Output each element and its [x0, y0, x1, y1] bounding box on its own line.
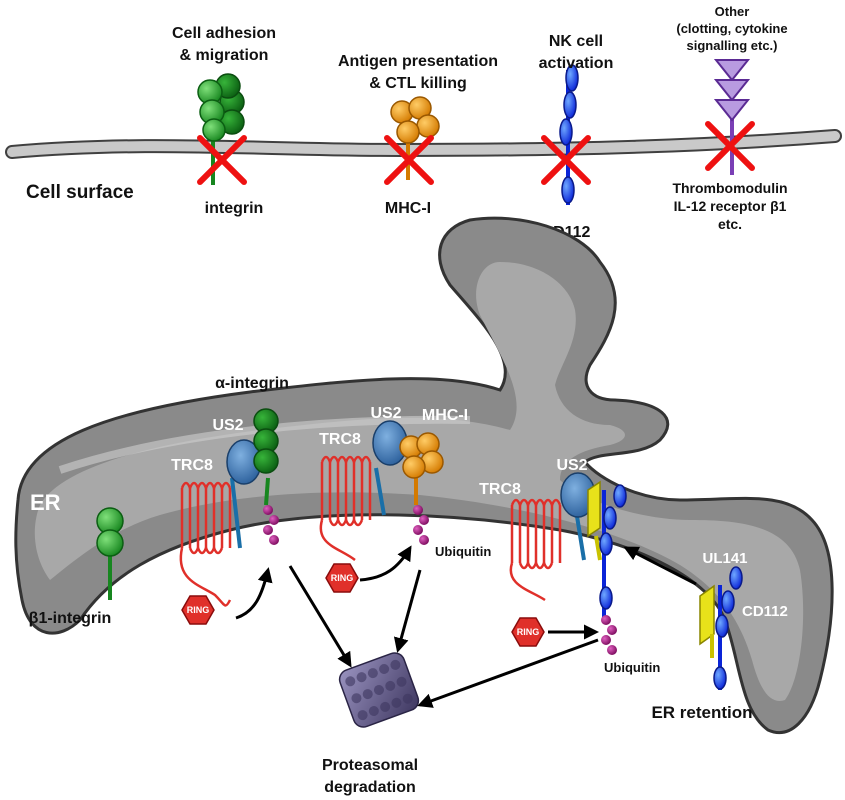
- label-other-1: Other: [715, 4, 750, 19]
- trc8-a-icon: [179, 481, 232, 607]
- label-proteasomal-2: degradation: [324, 779, 416, 796]
- label-er: ER: [30, 490, 61, 515]
- label-proteasomal-1: Proteasomal: [322, 757, 418, 774]
- ring-b-label: RING: [331, 573, 354, 583]
- label-trc8-a: TRC8: [171, 457, 213, 474]
- cd112-er-a-icon: [599, 484, 627, 620]
- proteasome-icon: [338, 652, 420, 728]
- label-us2-b: US2: [370, 405, 401, 422]
- ring-b-icon: RING: [325, 563, 359, 593]
- label-mhc-er: MHC-I: [422, 407, 468, 424]
- label-ubiquitin-c: Ubiquitin: [604, 660, 660, 675]
- label-cd112-er: CD112: [742, 603, 788, 620]
- alpha-integrin-icon: [253, 408, 279, 506]
- er-organelle: [14, 216, 834, 734]
- ring-c-icon: RING: [511, 617, 545, 647]
- arrow-ring-a-to-ub: [235, 567, 273, 620]
- ul141-a-icon: [587, 480, 602, 561]
- ubiquitin-chain-c-icon: [601, 615, 617, 655]
- ring-a-icon: RING: [181, 595, 215, 625]
- surface-integrin-icon: [197, 73, 245, 185]
- label-us2-a: US2: [212, 417, 243, 434]
- label-other-3: signalling etc.): [686, 38, 777, 53]
- label-adhesion-2: & migration: [180, 47, 269, 64]
- arrows: [235, 545, 697, 708]
- surface-mhc-icon: [390, 96, 440, 180]
- mhc-er-icon: [399, 432, 444, 505]
- label-antigen-1: Antigen presentation: [338, 53, 498, 70]
- label-beta1-integrin: β1-integrin: [29, 610, 112, 627]
- arrow-complex-a-to-proteasome: [288, 565, 352, 668]
- label-trc8-b: TRC8: [319, 431, 361, 448]
- arrow-complex-c-to-proteasome: [417, 638, 599, 708]
- label-integrin: integrin: [205, 200, 264, 217]
- label-other-protein-2: IL-12 receptor β1: [674, 198, 787, 214]
- label-er-retention: ER retention: [651, 703, 752, 722]
- arrow-retention-to-us2: [623, 546, 697, 586]
- label-antigen-2: & CTL killing: [369, 75, 466, 92]
- us2-c-icon: [560, 472, 596, 561]
- label-other-protein-1: Thrombomodulin: [672, 180, 787, 196]
- arrow-complex-b-to-proteasome: [393, 569, 422, 653]
- label-nk-2: activation: [539, 55, 614, 72]
- arrow-ring-b-to-ub: [359, 545, 412, 582]
- ring-a-label: RING: [187, 605, 210, 615]
- trc8-c-icon: [509, 498, 562, 602]
- label-alpha-integrin: α-integrin: [215, 375, 289, 392]
- label-adhesion-1: Cell adhesion: [172, 25, 276, 42]
- us2-a-icon: [226, 439, 262, 549]
- label-other-2: (clotting, cytokine: [676, 21, 787, 36]
- block-cross-cd112-icon: [541, 135, 591, 185]
- trc8-b-icon: [319, 455, 372, 561]
- block-cross-other-icon: [705, 121, 755, 171]
- beta1-integrin-icon: [96, 507, 124, 600]
- block-cross-mhc-icon: [384, 135, 434, 185]
- label-other-protein-3: etc.: [718, 216, 742, 232]
- us2-b-icon: [372, 420, 408, 516]
- label-ul141: UL141: [702, 550, 747, 567]
- block-cross-integrin-icon: [197, 135, 247, 185]
- ubiquitin-chain-b-icon: [413, 505, 429, 545]
- label-trc8-c: TRC8: [479, 481, 521, 498]
- surface-other-icon: [713, 59, 751, 175]
- label-nk-1: NK cell: [549, 33, 603, 50]
- label-cell-surface: Cell surface: [26, 182, 134, 203]
- ul141-b-icon: [699, 584, 715, 658]
- surface-cd112-icon: [559, 64, 579, 205]
- label-ubiquitin-b: Ubiquitin: [435, 544, 491, 559]
- ubiquitin-chain-a-icon: [263, 505, 279, 545]
- label-us2-c: US2: [556, 457, 587, 474]
- label-mhc-surface: MHC-I: [385, 200, 431, 217]
- cd112-er-b-icon: [713, 566, 743, 690]
- ring-c-label: RING: [517, 627, 540, 637]
